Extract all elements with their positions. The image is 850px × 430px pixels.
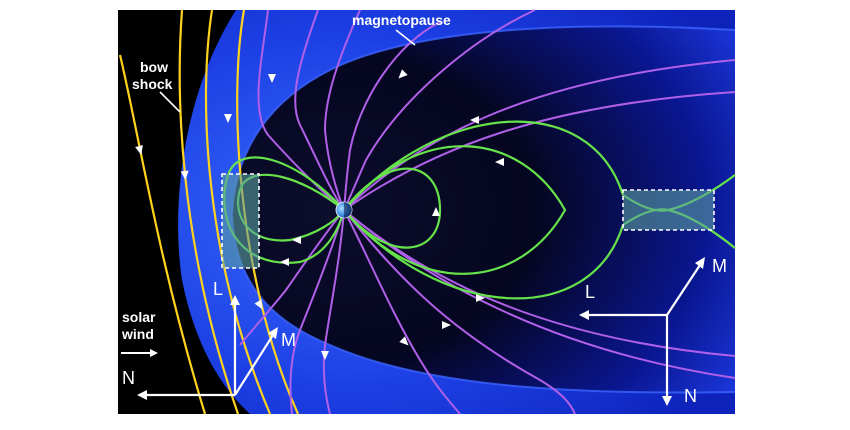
open-field-line [343,9,536,211]
arrow-icon [495,158,504,166]
closed-field-line [343,209,625,300]
open-field-line [343,209,461,415]
solar-wind-field-line [118,54,207,415]
dayside-axis-N: N [122,368,135,388]
arrow-icon [321,351,329,360]
bow-shock-pointer [159,91,181,113]
arrow-icon [398,69,408,79]
arrow-icon [224,114,232,123]
closed-field-line [343,145,567,275]
arrow-icon [135,145,143,155]
open-field-line [323,9,361,211]
solar-wind-label-line1: solar [122,309,156,325]
tail-axis-M: M [712,256,727,276]
open-field-line [343,21,441,211]
arrow-icon [399,336,409,346]
tail-lmn-axes [579,257,705,406]
dayside-axis-L: L [213,279,223,299]
earth-night-side [344,202,352,218]
arrow-icon [254,299,263,310]
field-direction-arrows [135,69,504,360]
arrow-icon [280,258,289,266]
solar-wind-arrow [121,349,158,357]
tail-axis-N: N [684,386,697,406]
dayside-reconnection-box [221,173,260,269]
open-field-line [294,9,345,211]
arrow-icon [470,116,479,124]
open-field-line [343,91,736,211]
arrow-icon [268,74,276,83]
bow-shock-label-line1: bow [140,59,168,75]
bow-shock-label-line2: shock [132,76,173,92]
magnetosphere-region [232,26,735,393]
arrow-icon [432,207,440,216]
open-field-line [289,209,345,415]
tail-axis-L: L [585,282,595,302]
open-field-line [239,209,345,346]
solar-wind-label-line2: wind [121,326,154,342]
open-field-line [257,9,345,211]
dayside-lmn-axes [137,295,278,400]
open-field-line [343,209,576,415]
closed-field-line [343,167,442,249]
arrow-icon [476,294,485,302]
arrow-icon [442,321,451,329]
closed-field-line [343,120,625,211]
arrow-icon [292,236,301,244]
open-field-line [343,59,736,211]
tail-reconnection-box [622,189,715,231]
bow-shock-field-line [204,9,272,415]
open-field-line [322,209,345,415]
arrow-icon [180,170,189,180]
magnetopause-pointer [395,29,416,46]
dayside-axis-M: M [281,330,296,350]
magnetopause-label: magnetopause [352,12,451,28]
